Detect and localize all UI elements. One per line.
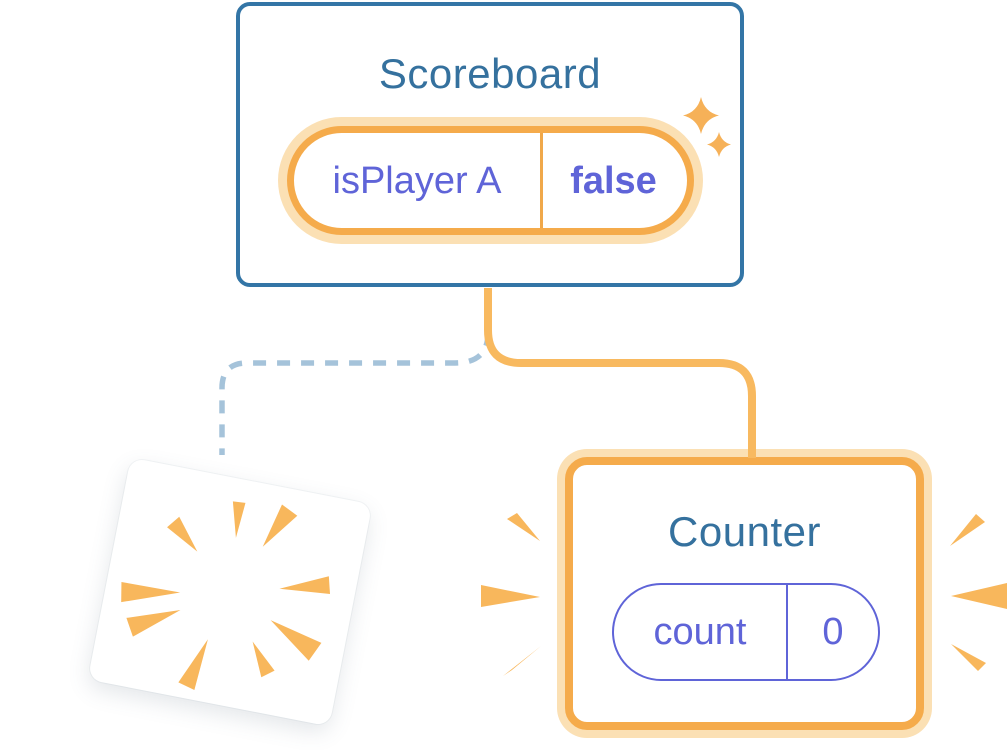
- emphasis-rays-right-icon: [950, 514, 1007, 671]
- counter-card: Counter count 0: [565, 457, 924, 730]
- scoreboard-state-pill: isPlayer A false: [287, 126, 694, 235]
- count-name-label: count: [653, 611, 747, 653]
- state-value-label: false: [570, 159, 657, 202]
- scoreboard-card: Scoreboard isPlayer A false: [236, 2, 744, 287]
- count-value-label: 0: [822, 611, 844, 653]
- counter-title: Counter: [668, 508, 821, 555]
- pill-divider: [540, 133, 543, 228]
- removed-branch-dashed-line: [219, 332, 491, 455]
- pill-divider: [786, 585, 788, 679]
- removed-component-card: [87, 457, 373, 727]
- poof-burst-icon: [121, 501, 331, 691]
- scoreboard-title: Scoreboard: [378, 50, 602, 97]
- state-name-label: isPlayer A: [332, 159, 502, 202]
- tree-connector-line: [484, 288, 756, 458]
- emphasis-rays-left-icon: [481, 513, 541, 676]
- counter-state-pill: count 0: [612, 583, 880, 681]
